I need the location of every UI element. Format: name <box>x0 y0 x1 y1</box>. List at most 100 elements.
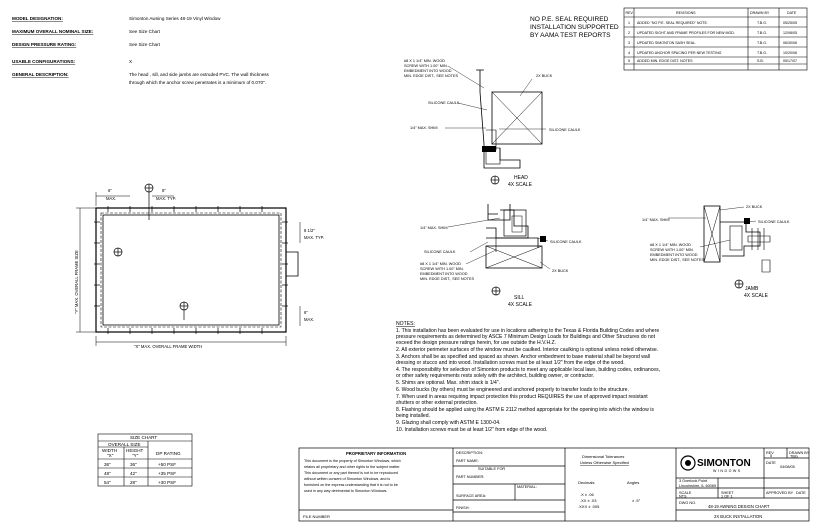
note-line: exceed the design pressure ratings herei… <box>396 340 556 346</box>
dwg-label: DWG NO. <box>679 501 696 505</box>
tolerance-value: ± .5° <box>632 498 641 503</box>
jamb-buck <box>703 205 721 263</box>
head-section: #8 X 1 1/4" MIN. WOOD SCREW WITH 1.00" M… <box>404 59 581 188</box>
sill-screw-note: EMBEDMENT INTO WOOD <box>420 272 468 276</box>
dim-right-bottom-sub: MAX. <box>304 317 314 322</box>
header-info: MODEL DESIGNATION: Simonton Awning Serie… <box>12 16 270 85</box>
proprietary-line: This document or any part thereof is not… <box>304 471 398 475</box>
head-scale: 4X SCALE <box>508 182 533 188</box>
dim-overall-height: "Y" MAX. OVERALL FRAME SIZE <box>74 250 79 314</box>
head-screw-note: SCREW WITH 1.00" MIN. <box>404 64 448 68</box>
sill-screw-note: MIN. EDGE DIST., SEE NOTES <box>420 277 474 281</box>
sill-buck <box>485 245 543 269</box>
rev-header-revisions: REVISIONS <box>676 11 696 15</box>
head-screw-note: EMBEDMENT INTO WOOD <box>404 69 452 73</box>
field-label: PART NUMBER: <box>456 475 484 479</box>
header-value-3: X <box>129 59 132 64</box>
notes-title: NOTES: <box>396 321 415 327</box>
rev-row-by: T.B.G. <box>757 31 767 35</box>
tolerance-value: .XXX ± .005 <box>578 504 600 509</box>
rev-row-desc: ADDED MIN. EDGE DIST. NOTES <box>637 59 693 63</box>
size-chart-cell: 36" <box>104 462 111 467</box>
rev-box-label: REV <box>766 451 774 455</box>
jamb-screw-note: EMBEDMENT INTO WOOD <box>650 253 698 257</box>
notes-block: NOTES: 1. This installation has been eva… <box>396 321 660 433</box>
sill-scale: 4X SCALE <box>508 302 533 308</box>
size-chart: SIZE CHART OVERALL SIZE WIDTH "X" HEIGHT… <box>97 433 193 487</box>
dim-top-mid: 8" <box>162 188 166 193</box>
jamb-caulk-label: SILICONE CAULK <box>758 220 790 224</box>
size-chart-cell: 54" <box>104 480 111 485</box>
company-address: 3 Overlook Point <box>679 479 708 483</box>
rev-row-desc: UPDATED ANCHOR SPACING PER NEW TESTING <box>637 51 722 55</box>
header-value-2: See Size Chart <box>129 42 161 47</box>
rev-row-by: S.B. <box>757 59 764 63</box>
sill-section: 1/4" MAX. SHIM SILICONE CAULK #8 X 1 1/4… <box>420 204 582 308</box>
dim-right-mid-sub: MAX. TYP. <box>304 235 324 240</box>
rev-header-rev: REV <box>626 11 634 15</box>
size-chart-cell: +50 PSF <box>158 462 176 467</box>
dim-right-bottom: 6" <box>304 310 308 315</box>
size-chart-cell: +35 PSF <box>158 471 176 476</box>
rev-row-by: T.B.G. <box>757 51 767 55</box>
size-chart-cell: +30 PSF <box>158 480 176 485</box>
rev-row-num: 2 <box>628 31 630 35</box>
header-value-4: The head , sill, and side jambs are extr… <box>129 72 270 77</box>
proprietary-line: used in any way detrimental to Simonton … <box>304 489 387 493</box>
jamb-scale: 4X SCALE <box>744 293 769 299</box>
dim-top-mid-sub: MAX. TYP. <box>156 196 176 201</box>
field-label: SURFACE AREA: <box>456 494 486 498</box>
rev-row-date: 10/20/06 <box>783 51 797 55</box>
size-chart-col-width: WIDTH <box>102 448 117 453</box>
jamb-screw-note: MIN. EDGE DIST., SEE NOTES <box>650 258 704 262</box>
drawn-label: DRAWN BY <box>789 451 810 455</box>
note-line: pressure requirements as determined by A… <box>396 334 656 340</box>
jamb-screw-note: #8 X 1 1/4" MIN. WOOD <box>650 243 691 247</box>
size-chart-group: OVERALL SIZE <box>108 442 141 447</box>
company-logo: SIMONTON WINDOWS <box>680 455 751 473</box>
rev-row-num: 5 <box>628 59 630 63</box>
jamb-screw-note: SCREW WITH 1.00" MIN. <box>650 248 694 252</box>
logo-circle-icon <box>680 455 696 471</box>
note-line: being installed. <box>396 413 430 419</box>
rev-row-num: 4 <box>628 51 630 55</box>
note-line: 8. Flashing should be applied using the … <box>396 407 654 413</box>
file-number-label: FILE NUMBER <box>303 514 330 519</box>
head-title: HEAD <box>514 175 528 181</box>
jamb-section: 1/4" MAX. SHIM 2X BUCK SILICONE CAULK #8… <box>642 205 790 299</box>
frame-anchor-line <box>100 212 282 328</box>
header-key-4: GENERAL DESCRIPTION: <box>12 72 69 77</box>
field-label: PART NAME: <box>456 459 479 463</box>
tolerance-value: .X ± .06 <box>580 492 595 497</box>
note-line: 2. All exterior perimeter surfaces of th… <box>396 347 658 353</box>
company-sub: WINDOWS <box>713 469 742 473</box>
note-line: 9. Glazing shall comply with ASTM E 1300… <box>396 420 500 426</box>
header-key-1: MAXIMUM OVERALL NOMINAL SIZE: <box>12 29 94 34</box>
jamb-buck-label: 2X BUCK <box>746 205 763 209</box>
section-markers <box>113 183 189 320</box>
rev-row-desc: ADDED "NO P.E. SEAL REQUIRED" NOTE. <box>637 21 708 25</box>
size-chart-col-height: HEIGHT <box>126 448 144 453</box>
size-chart-col-dp: DP RATING <box>156 451 181 456</box>
proprietary-line: furnished on the express understanding t… <box>304 483 398 487</box>
header-value-5: through which the anchor screw penetrate… <box>129 80 266 85</box>
rev-row-num: 3 <box>628 41 630 45</box>
dim-right-mid: 8 1/2" <box>304 228 315 233</box>
rev-row-num: 1 <box>628 21 630 25</box>
note-line: dressing or stucco and into wood. Instal… <box>396 360 625 366</box>
header-value-0: Simonton Awning Series 48-19 Vinyl Windo… <box>129 16 221 21</box>
note-line: 1. This installation has been evaluated … <box>396 328 659 334</box>
dimension-lines <box>76 192 301 346</box>
proprietary-line: This document is the property of Simonto… <box>304 459 401 463</box>
tolerance-value: .XX ± .03 <box>580 498 597 503</box>
jamb-shim-label: 1/4" MAX. SHIM <box>642 218 670 222</box>
field-label: MATERIAL: <box>517 485 537 489</box>
sash-outline <box>102 214 280 326</box>
sill-caulk-r-label: SILICONE CAULK <box>550 240 582 244</box>
header-key-0: MODEL DESIGNATION: <box>12 16 63 21</box>
head-buck-label: 2X BUCK <box>536 74 553 78</box>
approved-date-label: DATE <box>796 491 806 495</box>
seal-line-2: BY AAMA TEST REPORTS <box>530 32 611 39</box>
size-chart-col-width-sub: "X" <box>107 453 114 458</box>
